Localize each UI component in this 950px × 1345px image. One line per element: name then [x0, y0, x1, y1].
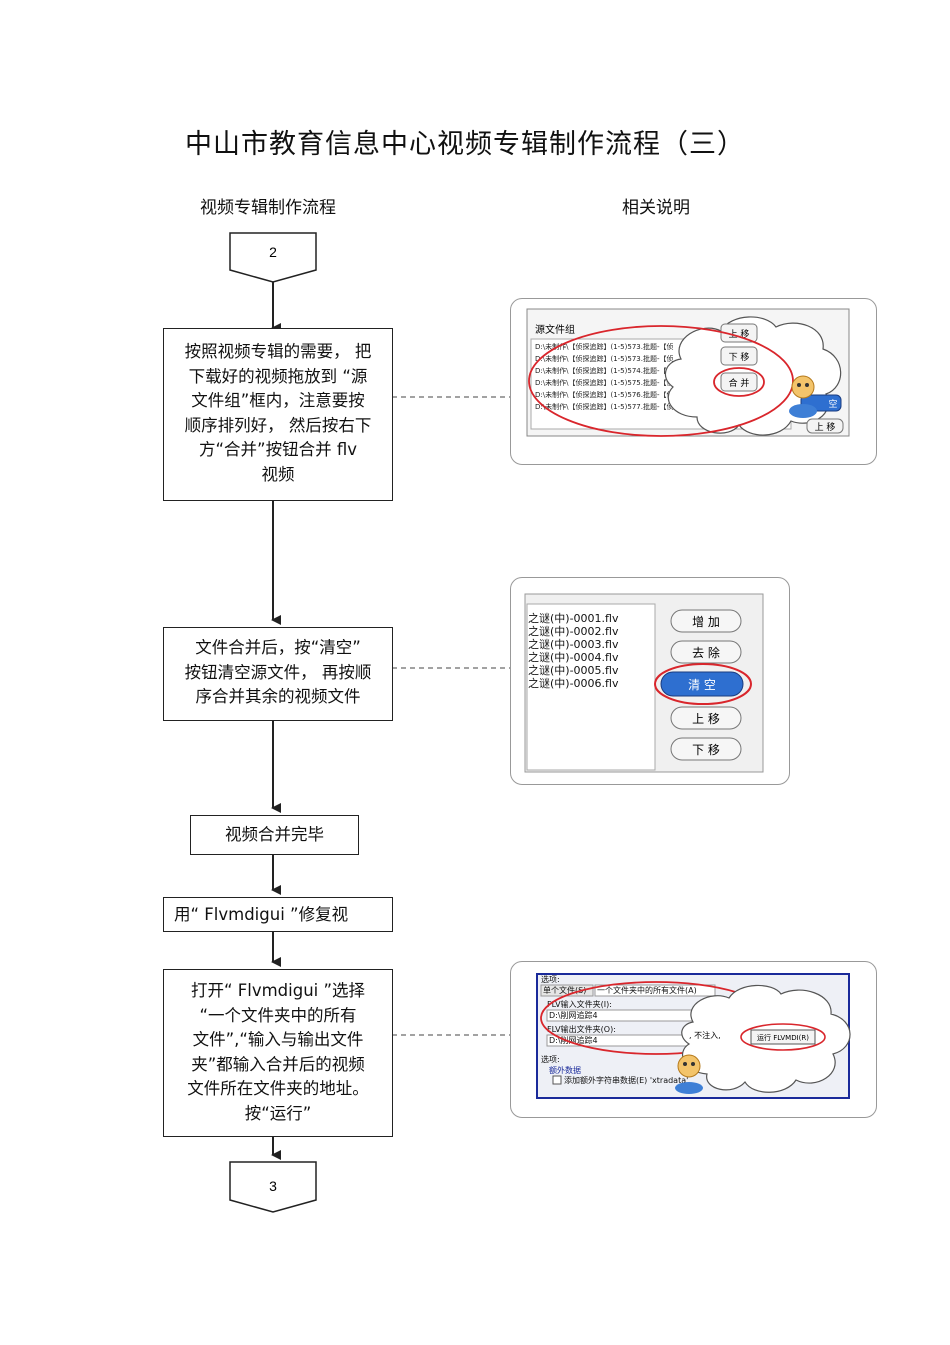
step2-line: 按钮清空源文件， 再按顺 — [184, 662, 372, 682]
add-button: 增 加 — [692, 615, 720, 629]
step2-line: 序合并其余的视频文件 — [195, 687, 361, 706]
run-flvmdi-button: 运行 FLVMDI(R) — [757, 1033, 809, 1042]
step-box-merge-done: 视频合并完毕 — [190, 815, 359, 855]
clear-file-item: 之谜(中)-0001.flv — [528, 611, 619, 625]
clear-file-item: 之谜(中)-0004.flv — [528, 650, 619, 664]
end-connector-label: 3 — [269, 1178, 277, 1194]
flow-column-header: 视频专辑制作流程 — [200, 198, 336, 218]
output-folder-label: FLV输出文件夹(O): — [547, 1024, 616, 1034]
screenshot-merge: 源文件组 D:\未制作\【侦探追踪】(1-5)573.批题-【侦 D:\未制作\… — [510, 298, 877, 465]
extra-string-checkbox-label: 添加额外字符串数据(E) 'xtradata' — [564, 1075, 688, 1085]
merge-file-item: D:\未制作\【侦探追踪】(1-5)573.批题-【侦 — [535, 354, 673, 363]
clear-file-item: 之谜(中)-0002.flv — [528, 624, 619, 638]
screenshot-clear: 之谜(中)-0001.flv 之谜(中)-0002.flv 之谜(中)-0003… — [510, 577, 790, 785]
step1-line: 下载好的视频拖放到 “源 — [188, 366, 368, 386]
step2-line: 文件合并后，按“清空” — [195, 638, 361, 657]
step1-line: 按照视频专辑的需要， 把 — [184, 342, 372, 361]
merge-file-item: D:\未制作\【侦探追踪】(1-5)576.批题-【侦 — [535, 390, 673, 399]
input-folder-label: FLV输入文件夹(I): — [547, 999, 612, 1009]
remove-button: 去 除 — [692, 645, 720, 660]
merge-button: 合 并 — [729, 377, 750, 389]
clear-file-item: 之谜(中)-0003.flv — [528, 637, 619, 651]
input-folder-value: D:\削网追踪4 — [549, 1010, 598, 1020]
move-up-button: 上 移 — [729, 328, 750, 340]
merge-file-item: D:\未制作\【侦探追踪】(1-5)577.批题-【侦 — [535, 402, 673, 411]
end-connector-shape — [229, 1161, 317, 1213]
step-box-drag-files: 按照视频专辑的需要， 把 下载好的视频拖放到 “源 文件组”框内，注意要按 顺序… — [163, 328, 393, 501]
step-box-run-flvmdigui: 打开“ Flvmdigui ”选择 “一个文件夹中的所有 文件”,“输入与输出文… — [163, 969, 393, 1137]
move-down-button: 下 移 — [729, 351, 750, 363]
clear-button-partial: 空 — [828, 398, 837, 410]
step5-line: 夹”都输入合并后的视频 — [191, 1054, 365, 1074]
step1-line: 方“合并”按钮合并 flv — [199, 440, 357, 459]
tab-single-file: 单个文件(S) — [543, 985, 586, 995]
step-box-clear-files: 文件合并后，按“清空” 按钮清空源文件， 再按顺 序合并其余的视频文件 — [163, 627, 393, 721]
step5-line: 按“运行” — [244, 1103, 312, 1123]
step1-line: 顺序排列好， 然后按右下 — [184, 415, 372, 435]
merge-file-item: D:\未制作\【侦探追踪】(1-5)575.批题-【侦 — [535, 378, 673, 387]
move-down-button: 下 移 — [692, 743, 720, 757]
notes-column-header: 相关说明 — [622, 198, 690, 218]
merge-file-item: D:\未制作\【侦探追踪】(1-5)573.批题-【侦 — [535, 342, 673, 351]
note-text: , 不注入, — [689, 1030, 721, 1040]
step5-line: “一个文件夹中的所有 — [199, 1005, 357, 1025]
output-folder-value: D:\削网追踪4 — [549, 1035, 598, 1045]
step5-line: 文件”,“输入与输出文件 — [192, 1030, 364, 1049]
page-title: 中山市教育信息中心视频专辑制作流程（三） — [185, 129, 745, 160]
extra-data-label: 额外数据 — [549, 1065, 581, 1075]
side-move-up-button: 上 移 — [815, 421, 836, 433]
group-label: 源文件组 — [535, 323, 575, 336]
step1-line: 文件组”框内，注意要按 — [191, 391, 365, 410]
move-up-button: 上 移 — [692, 712, 720, 726]
tab-folder: 一个文件夹中的所有文件(A) — [597, 985, 697, 995]
start-connector-shape — [229, 232, 317, 283]
step1-line: 视频 — [261, 464, 295, 484]
step-box-repair: 用“ Flvmdigui ”修复视 — [163, 897, 393, 932]
merge-file-item: D:\未制作\【侦探追踪】(1-5)574.批题-【侦 — [535, 366, 673, 375]
clear-file-item: 之谜(中)-0005.flv — [528, 663, 619, 677]
screenshot-flvmdigui: 选项: 单个文件(S) 一个文件夹中的所有文件(A) FLV输入文件夹(I): … — [510, 961, 877, 1118]
step5-line: 文件所在文件夹的地址。 — [187, 1079, 369, 1098]
options-label: 选项: — [541, 1054, 560, 1064]
mode-label: 选项: — [541, 974, 560, 984]
clear-file-item: 之谜(中)-0006.flv — [528, 676, 619, 690]
clear-button: 清 空 — [688, 678, 716, 692]
step5-line: 打开“ Flvmdigui ”选择 — [190, 981, 366, 1000]
start-connector-label: 2 — [269, 244, 277, 260]
